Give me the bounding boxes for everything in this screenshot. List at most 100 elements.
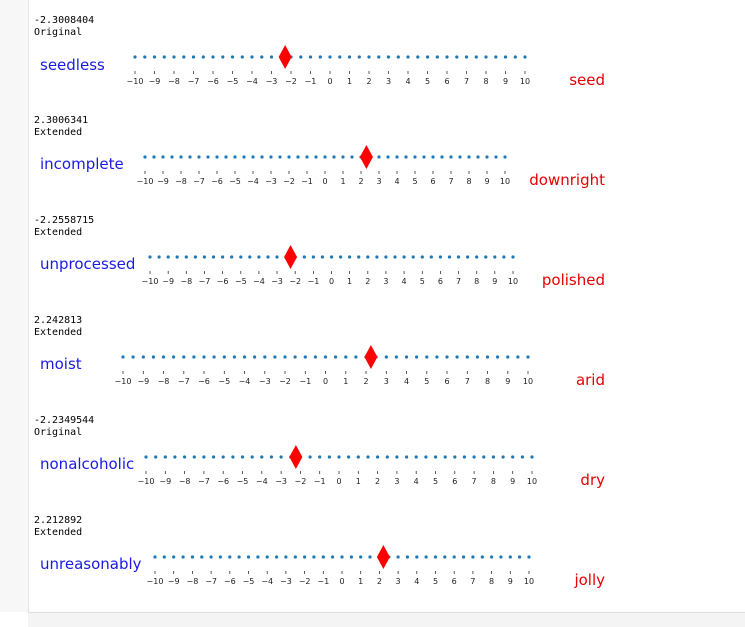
- left-word: unreasonably: [40, 555, 142, 573]
- axis-dot: [305, 155, 309, 159]
- axis-dot: [162, 55, 166, 59]
- tick-label: −7: [178, 377, 190, 386]
- tick-label: 6: [430, 177, 435, 186]
- axis-dot: [523, 55, 527, 59]
- axis-dot: [332, 155, 336, 159]
- axis-dot: [464, 55, 469, 59]
- axis-dot: [221, 455, 225, 459]
- axis-dot: [240, 55, 244, 59]
- tick-label: 0: [322, 177, 327, 186]
- tick-label: −5: [235, 277, 247, 286]
- axis-dot: [190, 555, 194, 559]
- axis-dot: [462, 555, 466, 559]
- tick-label: −8: [158, 377, 170, 386]
- axis-dot: [172, 555, 176, 559]
- tick-label: −7: [188, 77, 200, 86]
- axis-dot: [228, 555, 232, 559]
- axis-dot: [175, 255, 179, 259]
- axis-dot: [240, 455, 245, 459]
- axis-dot: [269, 55, 274, 59]
- axis-dot: [202, 455, 206, 459]
- tick-label: 5: [433, 477, 438, 486]
- axis-dot: [303, 555, 307, 559]
- score-value: 2.3006341: [34, 115, 89, 126]
- axis-dot: [183, 455, 187, 459]
- tick-label: 4: [414, 577, 419, 586]
- axis-dot: [131, 355, 135, 359]
- tick-label: −6: [217, 477, 229, 486]
- axis-dot: [506, 355, 510, 359]
- tick-label: −9: [159, 477, 171, 486]
- tick-label: 7: [448, 177, 453, 186]
- axis-dot: [394, 355, 398, 359]
- axis-dot: [311, 255, 315, 259]
- axis-dot: [269, 455, 273, 459]
- axis-dot: [323, 155, 327, 159]
- axis-dot: [462, 455, 466, 459]
- axis-dot: [496, 355, 500, 359]
- result-block: -2.2349544 Original nonalcoholic dry −10…: [0, 415, 745, 515]
- axis-dot: [404, 355, 409, 359]
- axis-dot: [253, 355, 257, 359]
- axis-dot: [192, 455, 196, 459]
- axis-dot: [206, 155, 210, 159]
- axis-dot: [344, 355, 348, 359]
- axis-dot: [440, 155, 444, 159]
- axis-dot: [193, 255, 197, 259]
- axis-dot: [482, 455, 486, 459]
- axis-dot: [266, 255, 270, 259]
- axis-dot: [133, 55, 137, 59]
- axis-dot: [367, 55, 371, 59]
- tick-label: 6: [452, 577, 457, 586]
- tick-label: −6: [211, 177, 223, 186]
- axis-dot: [172, 355, 176, 359]
- tick-label: −4: [256, 477, 268, 486]
- horizontal-scrollbar[interactable]: [28, 612, 745, 627]
- tick-label: −4: [261, 577, 273, 586]
- tick-label: −1: [317, 577, 329, 586]
- axis-dot: [458, 155, 462, 159]
- axis-dot: [215, 155, 219, 159]
- axis-dot: [182, 55, 186, 59]
- axis-dot: [318, 55, 322, 59]
- value-marker: [376, 545, 390, 569]
- axis-dot: [406, 55, 410, 59]
- axis-dot: [385, 455, 389, 459]
- axis-dot: [511, 455, 515, 459]
- axis-dot: [181, 555, 185, 559]
- tick-label: 3: [384, 377, 389, 386]
- axis-dot: [501, 455, 505, 459]
- axis-dot: [526, 355, 530, 359]
- right-word: dry: [580, 471, 605, 489]
- axis-dot: [239, 255, 243, 259]
- axis-dot: [250, 55, 254, 59]
- axis-dot: [490, 555, 494, 559]
- axis-dot: [283, 355, 287, 359]
- tick-label: −7: [205, 577, 217, 586]
- tick-label: 8: [474, 277, 479, 286]
- axis-dot: [218, 555, 222, 559]
- axis-dot: [433, 455, 438, 459]
- result-block: 2.242813 Extended moist arid −10−9−8−7−6…: [0, 315, 745, 415]
- tick-label: −1: [314, 477, 326, 486]
- axis-dot: [503, 155, 507, 159]
- tick-label: −9: [168, 577, 180, 586]
- tick-label: 10: [524, 577, 534, 586]
- axis-dot: [313, 355, 317, 359]
- axis-dot: [302, 255, 306, 259]
- tick-label: −9: [157, 177, 169, 186]
- axis-dot: [349, 555, 353, 559]
- axis-dot: [275, 255, 279, 259]
- tick-label: −2: [279, 377, 291, 386]
- tick-label: 2: [363, 377, 368, 386]
- axis-dot: [429, 255, 433, 259]
- axis-dot: [516, 355, 520, 359]
- axis-dot: [455, 355, 459, 359]
- axis-dot: [303, 355, 307, 359]
- tick-label: 2: [358, 177, 363, 186]
- axis-dot: [121, 355, 125, 359]
- right-word: downright: [529, 171, 605, 189]
- axis-dot: [445, 55, 449, 59]
- right-word: seed: [569, 71, 605, 89]
- axis-dot: [350, 155, 354, 159]
